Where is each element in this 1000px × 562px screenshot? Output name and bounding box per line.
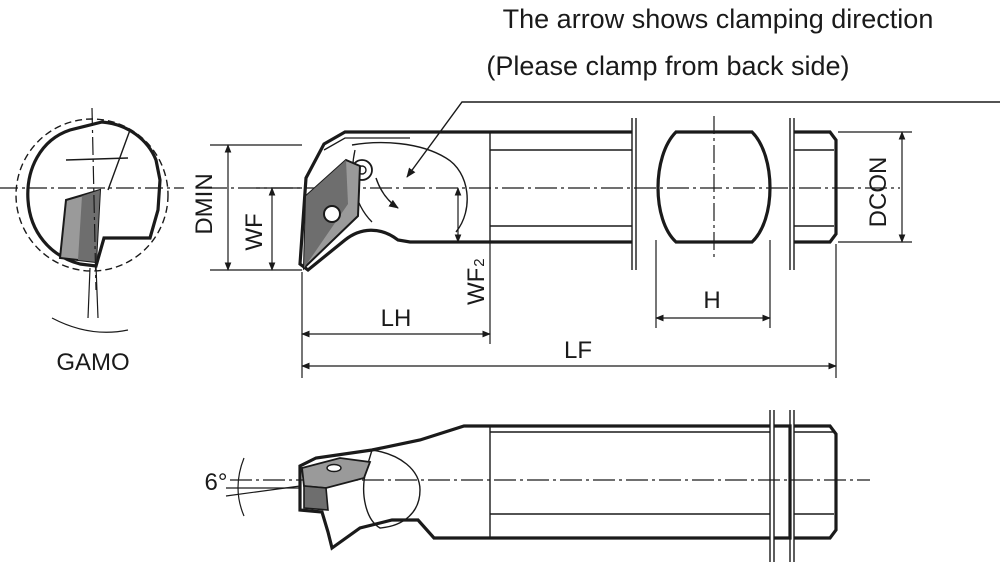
- insert-hole: [323, 205, 341, 223]
- note-leader-line: [406, 101, 1000, 178]
- end-view-chamfer-line: [107, 129, 131, 191]
- section-h: [656, 130, 772, 244]
- gamo-arc: [51, 317, 129, 333]
- head-chamfer: [323, 137, 410, 151]
- head-outline: [298, 130, 632, 273]
- end-view: [0, 107, 184, 333]
- clamp-oval: [351, 141, 468, 233]
- angle-label: 6°: [205, 469, 228, 496]
- gamo-ref-line-2: [95, 265, 99, 319]
- wf-label: WF: [241, 213, 268, 250]
- end-view-centerline-v: [91, 107, 97, 291]
- side-view-rear-outline: [774, 424, 792, 540]
- rear-end-outline: [794, 130, 838, 244]
- lf-label: LF: [564, 337, 592, 364]
- side-view-clamp-oval: [363, 449, 421, 529]
- gamo-label: GAMO: [56, 349, 129, 376]
- side-view: [225, 410, 870, 562]
- angle-arc: [237, 457, 245, 517]
- top-view: [205, 116, 900, 273]
- side-view-insert: [301, 457, 372, 489]
- side-view-outline: [298, 424, 770, 551]
- side-view-insert-hole: [326, 463, 342, 473]
- note-line-2: (Please clamp from back side): [486, 51, 849, 81]
- side-view-insert-face: [303, 485, 329, 511]
- wf2-label-base: WF: [463, 268, 490, 305]
- side-view-end-outline: [794, 424, 838, 540]
- wf2-label-sub: 2: [471, 258, 488, 266]
- clamp-direction-arrow: [375, 177, 399, 209]
- h-label: H: [703, 287, 720, 314]
- note-line-1: The arrow shows clamping direction: [503, 4, 934, 34]
- wf2-label: WF 2: [463, 258, 490, 305]
- dcon-label: DCON: [865, 157, 892, 228]
- dmin-label: DMIN: [191, 173, 218, 234]
- end-view-top-face-line: [65, 157, 129, 161]
- lh-label: LH: [381, 305, 412, 332]
- gamo-ref-line-1: [87, 267, 91, 319]
- dimension-lines: [210, 131, 912, 378]
